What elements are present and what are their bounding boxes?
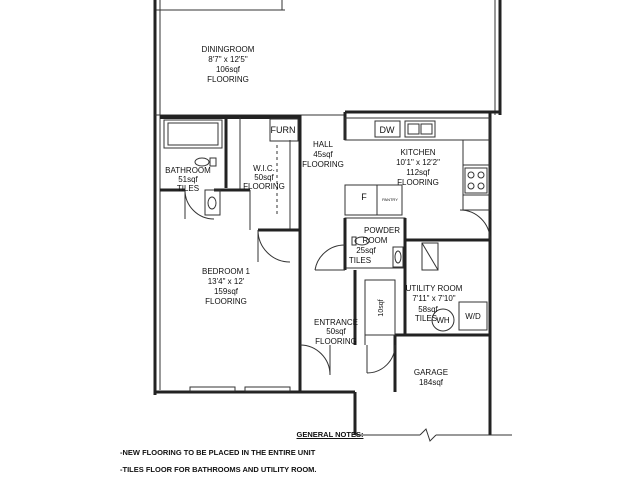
pantry-label: PANTRY — [382, 197, 398, 202]
bathroom-area: 51sqf — [178, 175, 198, 184]
wd-label: W/D — [465, 312, 481, 321]
utility-finish: TILES — [415, 314, 437, 323]
kitchen-size: 10'1" x 12'2" — [396, 158, 440, 167]
general-notes: GENERAL NOTES: -NEW FLOORING TO BE PLACE… — [120, 430, 540, 482]
kitchen-counter — [344, 117, 491, 211]
note-item: -TILES FLOOR FOR BATHROOMS AND UTILITY R… — [120, 465, 317, 474]
utility-size: 7'11" x 7'10" — [412, 294, 455, 303]
bathtub-icon — [163, 119, 223, 149]
label-kitchen: KITCHEN 10'1" x 12'2" 112sqf FLOORING — [396, 148, 440, 187]
bedroom-finish: FLOORING — [205, 297, 247, 306]
label-hall: HALL 45sqf FLOORING — [302, 140, 344, 169]
hall-finish: FLOORING — [302, 160, 344, 169]
garage-name: GARAGE — [414, 368, 448, 377]
garage-area: 184sqf — [419, 378, 444, 387]
powder-finish: TILES — [349, 256, 371, 265]
powder-name2: ROOM — [363, 236, 388, 245]
dw-label: DW — [380, 125, 395, 135]
bathroom-finish: TILES — [177, 184, 199, 193]
kitchen-area: 112sqf — [406, 168, 430, 177]
closet-area: 10sqf — [378, 299, 385, 316]
furnace-icon — [269, 118, 299, 142]
vanity-sink-icon — [204, 189, 221, 216]
entrance-name: ENTRANCE — [314, 318, 358, 327]
powder-name: POWDER — [364, 226, 400, 235]
label-utility: UTILITY ROOM 7'11" x 7'10" 58sqf TILES — [406, 284, 463, 323]
utility-name: UTILITY ROOM — [406, 284, 463, 293]
water-heater-icon — [431, 308, 455, 332]
bathroom-name: BATHROOM — [165, 166, 211, 175]
top-edge — [154, 0, 285, 11]
fridge-label: F — [361, 192, 367, 202]
entrance-area: 50sqf — [326, 327, 346, 336]
dining-area: 106sqf — [216, 65, 241, 74]
bedroom-size: 13'4" x 12' — [208, 277, 245, 286]
sink-icon — [392, 246, 404, 268]
dining-finish: FLOORING — [207, 75, 249, 84]
kitchen-name: KITCHEN — [400, 148, 435, 157]
wic-area: 50sqf — [254, 173, 274, 182]
stove-icon — [464, 167, 488, 194]
label-entrance: ENTRANCE 50sqf FLOORING — [314, 318, 358, 346]
door-swings — [184, 189, 491, 376]
label-bedroom: BEDROOM 1 13'4" x 12' 159sqf FLOORING — [202, 267, 251, 306]
label-garage: GARAGE 184sqf — [414, 368, 448, 387]
dining-size: 8'7" x 12'5" — [208, 55, 248, 64]
hall-area: 45sqf — [313, 150, 333, 159]
wic-finish: FLOORING — [243, 182, 285, 191]
windows — [189, 386, 291, 392]
toilet-icon — [194, 157, 217, 167]
notes-heading: GENERAL NOTES: — [296, 430, 364, 439]
hall-name: HALL — [313, 140, 334, 149]
kitchen-finish: FLOORING — [397, 178, 439, 187]
wic-name: W.I.C. — [253, 164, 275, 173]
interior-walls — [160, 112, 490, 392]
label-dining: DININGROOM 8'7" x 12'5" 106sqf FLOORING — [202, 45, 255, 84]
bedroom-area: 159sqf — [214, 287, 239, 296]
dining-name: DININGROOM — [202, 45, 255, 54]
label-powder: POWDER ROOM 25sqf TILES — [349, 226, 400, 265]
washer-dryer-icon — [458, 301, 488, 331]
toilet-icon — [351, 236, 370, 246]
note-item: -NEW FLOORING TO BE PLACED IN THE ENTIRE… — [120, 448, 316, 457]
utility-area: 58sqf — [418, 305, 438, 314]
wh-label: WH — [436, 316, 450, 325]
label-bathroom: BATHROOM 51sqf TILES — [165, 166, 211, 193]
dishwasher-icon — [374, 120, 401, 138]
bedroom-name: BEDROOM 1 — [202, 267, 251, 276]
water-heater-cabinet-icon — [421, 242, 439, 271]
label-wic: W.I.C. 50sqf FLOORING — [243, 164, 285, 191]
powder-area: 25sqf — [356, 246, 376, 255]
sink-icon — [404, 120, 436, 138]
outer-walls — [153, 0, 512, 442]
entrance-finish: FLOORING — [315, 337, 357, 346]
furn-label: FURN — [271, 125, 296, 135]
